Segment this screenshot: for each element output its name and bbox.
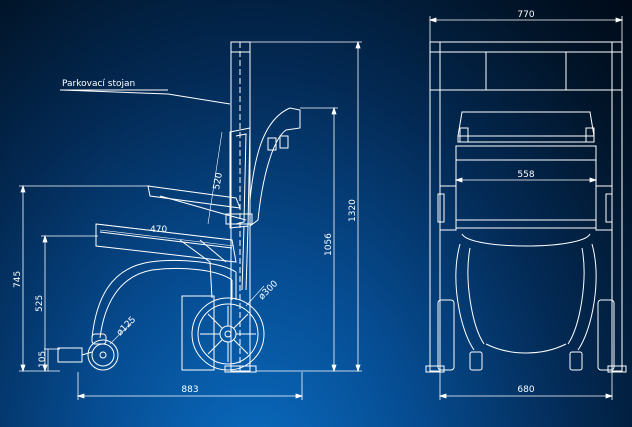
support-strut (241, 225, 249, 291)
side-dimensions (19, 40, 362, 400)
dim-front-wheel: ø125 (115, 315, 138, 338)
side-view (57, 41, 301, 373)
dim-rear-wheel: ø300 (257, 279, 280, 302)
lower-frame-front (437, 233, 615, 371)
frame (91, 260, 237, 339)
dim-stand-height: 1056 (324, 233, 334, 256)
dim-front-seat-width: 558 (517, 170, 534, 180)
base-block (181, 295, 215, 371)
dim-seat-height: 525 (35, 295, 45, 312)
armrest (147, 185, 253, 225)
rear-wheel (191, 297, 265, 371)
dim-footrest-height: 105 (38, 351, 48, 368)
dim-stand-width: 770 (517, 10, 534, 20)
dim-armrest-height: 745 (13, 271, 23, 288)
parking-stand-label: Parkovací stojan (62, 79, 135, 89)
front-wheel (87, 333, 119, 371)
dim-seat-width: 470 (150, 225, 167, 235)
dim-backrest: 520 (212, 172, 225, 191)
front-dimensions (428, 16, 624, 400)
dim-length: 883 (181, 385, 198, 395)
footrest (57, 347, 93, 363)
dim-total-height: 1320 (348, 199, 358, 222)
labels: Parkovací stojan 883 470 520 745 525 105… (13, 10, 535, 395)
dim-base-width: 680 (517, 385, 534, 395)
label-leader (61, 89, 231, 105)
front-view (425, 41, 627, 373)
armrests-front (437, 185, 613, 231)
backrest-front (457, 111, 595, 143)
seat-body-front (455, 145, 597, 229)
